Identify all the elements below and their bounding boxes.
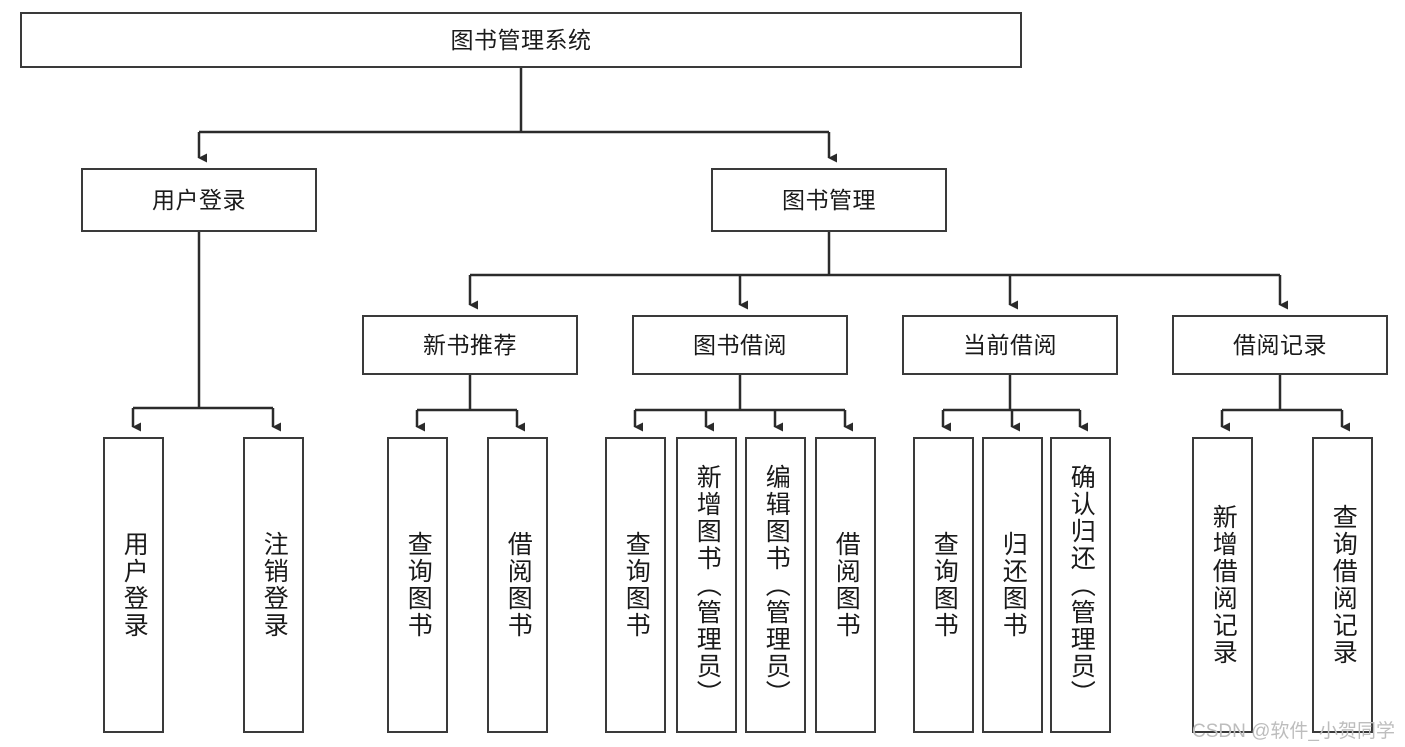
node-root[interactable]: 图书管理系统: [20, 12, 1022, 68]
node-label-user-login: 用户登录: [152, 186, 246, 213]
node-leaf-user-logout[interactable]: 注销登录: [243, 437, 304, 733]
node-leaf-return-book[interactable]: 归还图书: [982, 437, 1043, 733]
node-borrow-record[interactable]: 借阅记录: [1172, 315, 1388, 375]
node-label-root: 图书管理系统: [450, 26, 592, 53]
node-label-leaf-edit-book-admin: 编辑图书（管理员）: [762, 463, 791, 707]
node-label-leaf-query-book-borrow: 查询图书: [622, 531, 651, 639]
node-label-new-book-recommend: 新书推荐: [423, 331, 517, 358]
connector-user-login-to-leaves: [131, 232, 281, 432]
connector-record-to-leaves: [1220, 375, 1350, 432]
node-leaf-borrow-book-rec[interactable]: 借阅图书: [487, 437, 548, 733]
node-label-leaf-query-book-current: 查询图书: [930, 531, 959, 639]
node-leaf-borrow-book[interactable]: 借阅图书: [815, 437, 876, 733]
node-label-borrow-record: 借阅记录: [1233, 331, 1327, 358]
connector-lines: [131, 68, 1350, 432]
node-current-borrow[interactable]: 当前借阅: [902, 315, 1118, 375]
node-label-leaf-borrow-book: 借阅图书: [832, 531, 861, 639]
node-leaf-query-borrow-record[interactable]: 查询借阅记录: [1312, 437, 1373, 733]
csdn-watermark: CSDN @软件_小贺同学: [1192, 721, 1395, 742]
node-label-current-borrow: 当前借阅: [963, 331, 1057, 358]
node-label-leaf-confirm-return-admin: 确认归还（管理员）: [1067, 463, 1096, 707]
node-leaf-edit-book-admin[interactable]: 编辑图书（管理员）: [745, 437, 806, 733]
node-leaf-query-book-rec[interactable]: 查询图书: [387, 437, 448, 733]
node-label-book-management: 图书管理: [782, 186, 876, 213]
node-label-leaf-borrow-book-rec: 借阅图书: [504, 531, 533, 639]
node-leaf-user-login[interactable]: 用户登录: [103, 437, 164, 733]
connector-root-to-level2: [197, 68, 837, 163]
node-leaf-add-borrow-record[interactable]: 新增借阅记录: [1192, 437, 1253, 733]
node-label-leaf-user-login: 用户登录: [120, 531, 149, 639]
connector-borrow-to-leaves: [633, 375, 853, 432]
connector-current-to-leaves: [941, 375, 1088, 432]
node-leaf-add-book-admin[interactable]: 新增图书（管理员）: [676, 437, 737, 733]
node-leaf-query-book-borrow[interactable]: 查询图书: [605, 437, 666, 733]
node-leaf-query-book-current[interactable]: 查询图书: [913, 437, 974, 733]
node-book-management[interactable]: 图书管理: [711, 168, 947, 232]
node-leaf-confirm-return-admin[interactable]: 确认归还（管理员）: [1050, 437, 1111, 733]
node-new-book-recommend[interactable]: 新书推荐: [362, 315, 578, 375]
connector-book-management-to-level3: [468, 232, 1288, 310]
node-label-leaf-query-borrow-record: 查询借阅记录: [1329, 504, 1358, 666]
node-label-leaf-return-book: 归还图书: [999, 531, 1028, 639]
node-label-leaf-user-logout: 注销登录: [260, 531, 289, 639]
node-user-login[interactable]: 用户登录: [81, 168, 317, 232]
node-label-leaf-add-book-admin: 新增图书（管理员）: [693, 463, 722, 707]
connector-recommend-to-leaves: [415, 375, 525, 432]
node-label-book-borrow: 图书借阅: [693, 331, 787, 358]
node-label-leaf-query-book-rec: 查询图书: [404, 531, 433, 639]
node-label-leaf-add-borrow-record: 新增借阅记录: [1209, 504, 1238, 666]
node-book-borrow[interactable]: 图书借阅: [632, 315, 848, 375]
